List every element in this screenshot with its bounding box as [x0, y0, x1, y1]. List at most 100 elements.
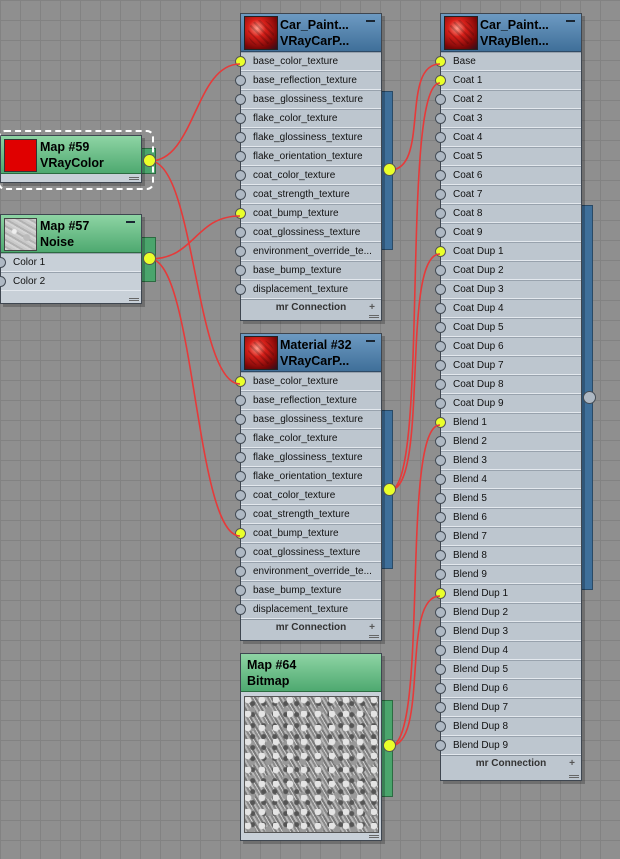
input-socket[interactable]: [0, 257, 6, 268]
slot-row[interactable]: base_bump_texture: [235, 261, 381, 280]
input-socket-connected[interactable]: [235, 528, 246, 539]
slot-row[interactable]: Coat Dup 9: [435, 394, 581, 413]
slot-row[interactable]: Coat 8: [435, 204, 581, 223]
slot-row[interactable]: coat_bump_texture: [235, 204, 381, 223]
slot-row[interactable]: Blend 8: [435, 546, 581, 565]
slot-row[interactable]: coat_strength_texture: [235, 185, 381, 204]
input-socket[interactable]: [235, 604, 246, 615]
input-socket[interactable]: [235, 151, 246, 162]
slot-row[interactable]: Coat Dup 3: [435, 280, 581, 299]
input-socket[interactable]: [435, 531, 446, 542]
node-header[interactable]: Map #64 Bitmap: [241, 654, 381, 692]
node-material32-vraycarpaint[interactable]: Material #32 VRayCarP... base_color_text…: [235, 333, 382, 641]
input-socket[interactable]: [435, 113, 446, 124]
slot-row[interactable]: flake_glossiness_texture: [235, 128, 381, 147]
slot-row[interactable]: coat_color_texture: [235, 166, 381, 185]
input-socket[interactable]: [235, 94, 246, 105]
slot-row[interactable]: coat_strength_texture: [235, 505, 381, 524]
slot-row[interactable]: flake_color_texture: [235, 429, 381, 448]
slot-row[interactable]: coat_glossiness_texture: [235, 223, 381, 242]
input-socket[interactable]: [435, 493, 446, 504]
node-header[interactable]: Material #32 VRayCarP...: [241, 334, 381, 372]
slot-row[interactable]: coat_bump_texture: [235, 524, 381, 543]
slot-row[interactable]: Blend 7: [435, 527, 581, 546]
slot-row[interactable]: environment_override_te...: [235, 242, 381, 261]
input-socket[interactable]: [435, 550, 446, 561]
input-socket[interactable]: [435, 151, 446, 162]
slot-row[interactable]: base_glossiness_texture: [235, 90, 381, 109]
slot-row[interactable]: base_color_texture: [235, 52, 381, 71]
slot-row[interactable]: Blend 5: [435, 489, 581, 508]
input-socket[interactable]: [235, 566, 246, 577]
slot-row[interactable]: Color 1: [0, 253, 141, 272]
input-socket[interactable]: [235, 132, 246, 143]
input-socket[interactable]: [235, 509, 246, 520]
slot-row[interactable]: Coat 9: [435, 223, 581, 242]
slot-row[interactable]: base_color_texture: [235, 372, 381, 391]
input-socket[interactable]: [435, 284, 446, 295]
collapse-icon[interactable]: [366, 340, 375, 342]
slot-row[interactable]: Blend 3: [435, 451, 581, 470]
input-socket[interactable]: [435, 740, 446, 751]
slot-row[interactable]: Coat 7: [435, 185, 581, 204]
input-socket[interactable]: [435, 398, 446, 409]
slot-row[interactable]: Blend Dup 1: [435, 584, 581, 603]
input-socket[interactable]: [435, 512, 446, 523]
slot-row[interactable]: Blend Dup 2: [435, 603, 581, 622]
input-socket[interactable]: [235, 189, 246, 200]
slot-row[interactable]: Blend Dup 5: [435, 660, 581, 679]
input-socket[interactable]: [235, 227, 246, 238]
slot-row[interactable]: Coat Dup 2: [435, 261, 581, 280]
input-socket[interactable]: [435, 569, 446, 580]
slot-row[interactable]: Blend 9: [435, 565, 581, 584]
input-socket[interactable]: [435, 341, 446, 352]
input-socket[interactable]: [435, 303, 446, 314]
mr-connection-rollout[interactable]: mr Connection +: [241, 619, 381, 636]
map64-output-socket[interactable]: [383, 739, 396, 752]
slot-row[interactable]: coat_color_texture: [235, 486, 381, 505]
slot-row[interactable]: displacement_texture: [235, 280, 381, 299]
slot-row[interactable]: flake_color_texture: [235, 109, 381, 128]
input-socket[interactable]: [435, 132, 446, 143]
slot-row[interactable]: base_reflection_texture: [235, 71, 381, 90]
input-socket[interactable]: [0, 276, 6, 287]
input-socket[interactable]: [435, 265, 446, 276]
input-socket[interactable]: [235, 585, 246, 596]
input-socket[interactable]: [435, 702, 446, 713]
slot-row[interactable]: Coat 1: [435, 71, 581, 90]
input-socket[interactable]: [235, 395, 246, 406]
input-socket[interactable]: [235, 265, 246, 276]
input-socket[interactable]: [235, 170, 246, 181]
input-socket-connected[interactable]: [435, 417, 446, 428]
slot-row[interactable]: Blend Dup 8: [435, 717, 581, 736]
slot-row[interactable]: flake_glossiness_texture: [235, 448, 381, 467]
slot-row[interactable]: Base: [435, 52, 581, 71]
input-socket[interactable]: [435, 721, 446, 732]
input-socket-connected[interactable]: [435, 588, 446, 599]
material32-output-socket[interactable]: [383, 483, 396, 496]
input-socket[interactable]: [435, 94, 446, 105]
input-socket[interactable]: [235, 246, 246, 257]
slot-row[interactable]: Coat 5: [435, 147, 581, 166]
slot-row[interactable]: Coat 6: [435, 166, 581, 185]
node-map64-bitmap[interactable]: Map #64 Bitmap: [240, 653, 382, 841]
slot-row[interactable]: Blend 2: [435, 432, 581, 451]
expand-icon[interactable]: +: [369, 302, 375, 313]
node-header[interactable]: Map #59 VRayColor: [1, 136, 141, 174]
slot-row[interactable]: base_glossiness_texture: [235, 410, 381, 429]
input-socket[interactable]: [235, 452, 246, 463]
input-socket[interactable]: [435, 436, 446, 447]
map57-output-socket[interactable]: [143, 252, 156, 265]
node-header[interactable]: Car_Paint... VRayBlen...: [441, 14, 581, 52]
expand-icon[interactable]: +: [369, 622, 375, 633]
slot-row[interactable]: environment_override_te...: [235, 562, 381, 581]
slot-row[interactable]: Coat Dup 4: [435, 299, 581, 318]
slot-row[interactable]: base_bump_texture: [235, 581, 381, 600]
slot-row[interactable]: Blend Dup 4: [435, 641, 581, 660]
input-socket[interactable]: [235, 414, 246, 425]
input-socket[interactable]: [435, 664, 446, 675]
input-socket[interactable]: [235, 490, 246, 501]
input-socket[interactable]: [435, 626, 446, 637]
